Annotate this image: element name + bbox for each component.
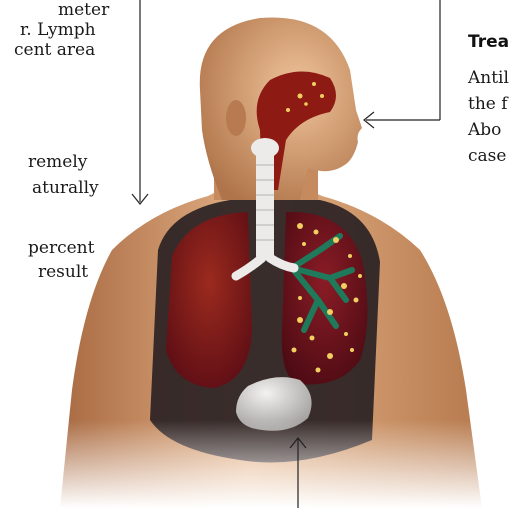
right-text-line-1: Antil — [468, 68, 509, 88]
leader-arrow-left — [364, 0, 440, 128]
left-text-line-5: aturally — [32, 178, 99, 198]
right-text-line-2: the f — [468, 94, 508, 114]
left-text-line-4: remely — [28, 152, 87, 172]
larynx — [251, 138, 279, 158]
left-text-line-1: meter — [58, 0, 109, 20]
right-panel-heading: Trea — [468, 32, 509, 52]
left-text-line-6: percent — [28, 238, 94, 258]
left-text-line-3: cent area — [14, 40, 95, 60]
left-text-line-7: result — [38, 262, 88, 282]
ear — [226, 100, 246, 136]
left-text-line-2: r. Lymph — [20, 20, 96, 40]
bottom-fade — [0, 420, 512, 508]
right-text-line-4: case — [468, 146, 506, 166]
leader-arrow-down — [132, 0, 148, 204]
right-text-line-3: Abo — [468, 120, 501, 140]
